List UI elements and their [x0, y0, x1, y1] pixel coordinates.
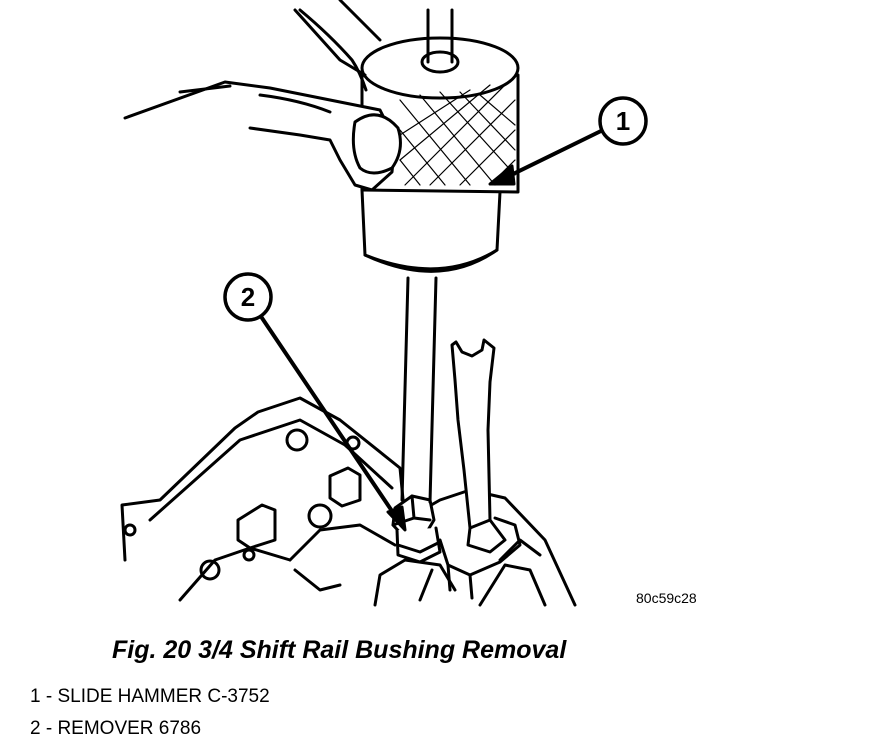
hand-icon — [123, 0, 402, 192]
legend: 1 - SLIDE HAMMER C-3752 2 - REMOVER 6786 — [30, 681, 270, 745]
callout-1-circle — [598, 96, 648, 146]
legend-item: 1 - SLIDE HAMMER C-3752 — [30, 686, 270, 707]
transmission-case-icon — [120, 396, 577, 607]
callout-1-number: 1 — [616, 106, 630, 136]
figure-code: 80c59c28 — [636, 590, 697, 606]
figure-caption: Fig. 20 3/4 Shift Rail Bushing Removal — [112, 636, 567, 664]
slide-hammer-shaft — [400, 276, 438, 504]
callout-2-arrowhead — [386, 505, 407, 532]
callout-1-arrowhead — [488, 164, 516, 186]
callout-2-circle — [223, 272, 273, 322]
callout-2-number: 2 — [241, 282, 255, 312]
technical-illustration: 1 2 — [120, 0, 648, 607]
shift-rail-icon — [438, 338, 522, 600]
callout-2-leader — [260, 316, 400, 522]
callout-1-leader — [503, 128, 605, 180]
legend-item: 2 - REMOVER 6786 — [30, 718, 202, 739]
